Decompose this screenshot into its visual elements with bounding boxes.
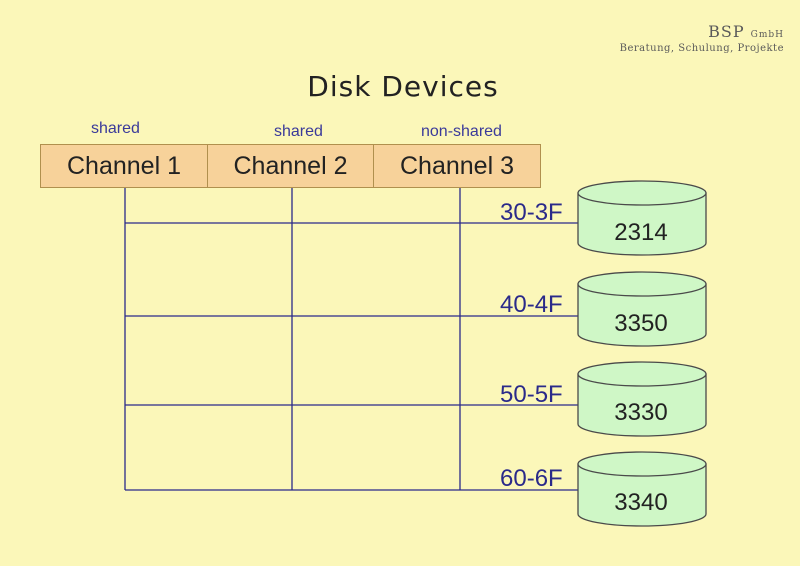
brand-name: BSP [708, 22, 745, 41]
brand-suffix: GmbH [750, 30, 784, 40]
brand-block: BSP GmbH Beratung, Schulung, Projekte [620, 22, 784, 54]
disk-1-model: 2314 [614, 219, 667, 246]
disk-3 [577, 361, 707, 437]
brand-name-line: BSP GmbH [620, 22, 784, 41]
channel-3-box: Channel 3 [373, 144, 541, 188]
disk-4-model: 3340 [614, 489, 667, 516]
bus-lines [124, 188, 578, 491]
disk-2-model: 3350 [614, 310, 667, 337]
device-3-address-range: 50-5F [500, 381, 563, 408]
brand-tagline: Beratung, Schulung, Projekte [619, 43, 784, 54]
disk-1 [577, 180, 707, 256]
page-title: Disk Devices [307, 70, 499, 103]
disk-3-model: 3330 [614, 399, 667, 426]
channel-1-mode-label: shared [91, 120, 140, 137]
device-4-address-range: 60-6F [500, 465, 563, 492]
device-2-address-range: 40-4F [500, 291, 563, 318]
disk-2 [577, 271, 707, 347]
disk-4 [577, 451, 707, 527]
device-1-address-range: 30-3F [500, 199, 563, 226]
channel-2-box: Channel 2 [207, 144, 374, 188]
channel-2-mode-label: shared [274, 123, 323, 140]
channel-3-mode-label: non-shared [421, 123, 502, 140]
